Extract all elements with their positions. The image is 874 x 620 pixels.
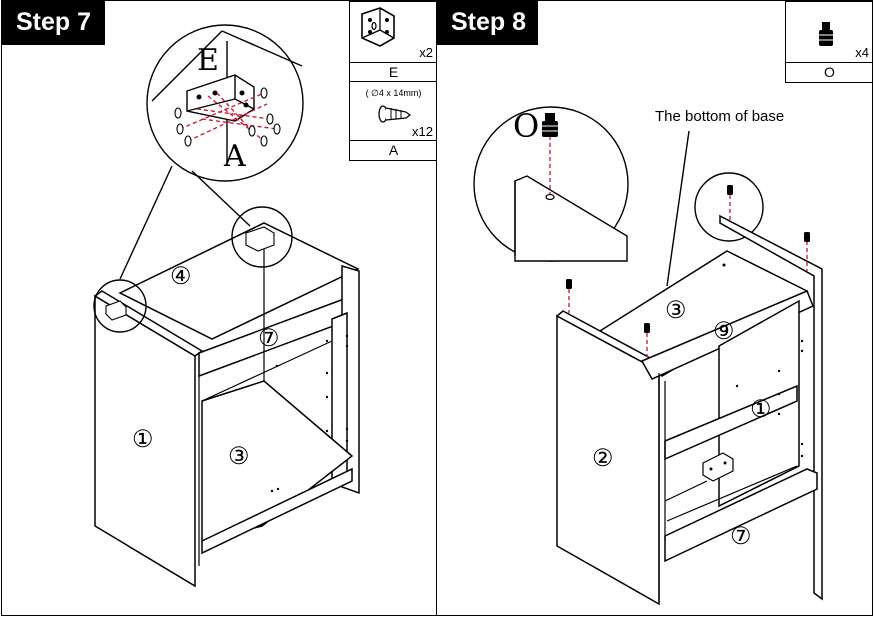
part-number-7: ⑦ — [258, 324, 280, 352]
callout-bottom-of-base: The bottom of base — [655, 108, 785, 125]
part-number-3: ③ — [665, 296, 687, 324]
detail-letter-e: E — [197, 43, 219, 78]
detail-dowel-peg — [542, 113, 558, 137]
part-a-label: A — [350, 140, 436, 159]
part-o-label: O — [786, 62, 872, 81]
detail-letter-a: A — [224, 139, 246, 174]
part-number-9: ⑨ — [713, 317, 735, 345]
step-8-cabinet — [555, 214, 823, 606]
step-8-parts-box: x4 O — [785, 1, 872, 83]
part-a-cell: ( ∅4 x 14mm) x12 — [350, 81, 436, 140]
step-7-title: Step 7 — [2, 1, 106, 45]
part-number-4: ④ — [170, 262, 192, 290]
step-7-illustration — [93, 24, 360, 588]
step-8-panel: Step 8 x4 O The bottom of base — [436, 0, 873, 616]
part-e-label: E — [350, 62, 436, 81]
part-a-spec: ( ∅4 x 14mm) — [365, 88, 422, 98]
detail-letter-o: O — [513, 107, 540, 145]
part-number-2: ② — [592, 444, 614, 472]
part-number-1: ① — [132, 425, 154, 453]
dowel-peg-icon — [819, 22, 833, 46]
step-7-parts-box: x2 E ( ∅4 x 14mm) x12 A — [349, 1, 436, 161]
part-number-7: ⑦ — [730, 522, 752, 550]
part-number-3: ③ — [228, 442, 250, 470]
step-8-dowel-pegs — [566, 185, 810, 333]
part-a-qty: x12 — [412, 124, 433, 139]
l-bracket-icon — [361, 7, 395, 47]
step-7-cabinet — [93, 222, 360, 588]
screw-icon — [378, 105, 411, 123]
step-8-title: Step 8 — [437, 1, 539, 45]
part-number-1: ① — [750, 395, 772, 423]
step-8-illustration — [473, 106, 823, 606]
part-e-qty: x2 — [419, 45, 433, 60]
part-o-cell: x4 — [786, 2, 872, 62]
part-e-cell: x2 — [350, 2, 436, 62]
part-o-qty: x4 — [855, 45, 869, 60]
detail-screws — [174, 87, 281, 147]
step-7-panel: Step 7 x2 E ( ∅4 x 14mm) — [1, 0, 437, 616]
